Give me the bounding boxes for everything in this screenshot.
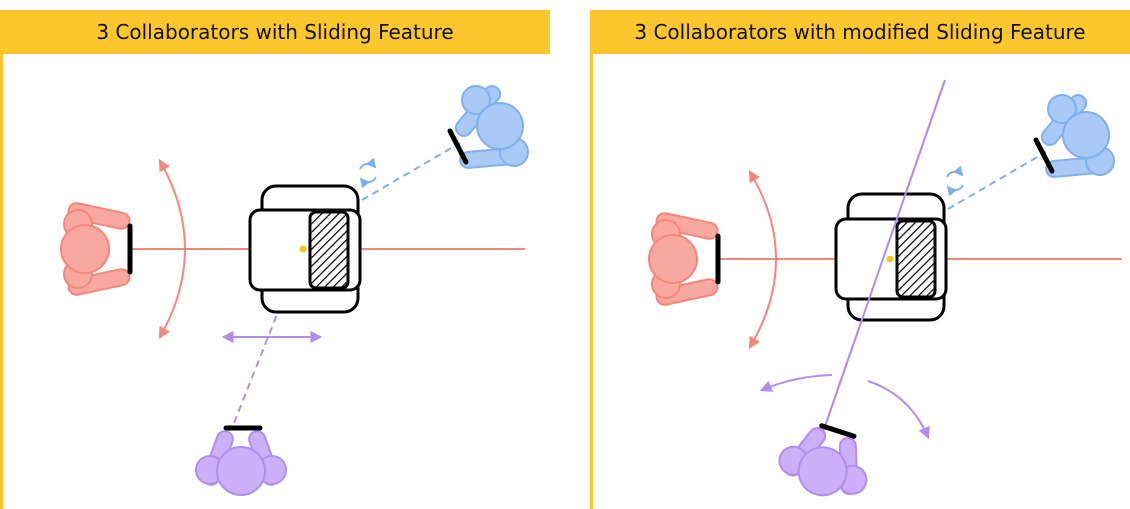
left-diagram (60, 85, 529, 496)
blue-sight-line (361, 142, 461, 201)
person-blue-icon (1033, 94, 1115, 178)
left-panel-title: 3 Collaborators with Sliding Feature (96, 20, 454, 44)
left-panel: 3 Collaborators with Sliding Feature (0, 0, 550, 509)
curved-arrow-icon (867, 380, 930, 440)
rotate-arrows-icon (359, 157, 377, 189)
center-dot (886, 255, 894, 263)
person-purple-icon (195, 425, 287, 496)
person-blue-icon (447, 85, 529, 169)
left-panel-border (0, 54, 3, 509)
left-panel-header: 3 Collaborators with Sliding Feature (0, 10, 550, 54)
curved-arrow-icon (759, 374, 833, 392)
person-purple-icon (778, 423, 868, 497)
right-panel: 3 Collaborators with modified Sliding Fe… (590, 0, 1130, 509)
right-panel-border (590, 54, 593, 509)
right-panel-title: 3 Collaborators with modified Sliding Fe… (634, 20, 1086, 44)
center-dot (299, 245, 307, 253)
right-diagram (648, 79, 1122, 497)
blue-sight-line (947, 151, 1047, 210)
person-red-icon (648, 212, 721, 306)
rotate-arrows-icon (946, 165, 964, 197)
person-red-icon (60, 202, 133, 296)
curved-arrow-icon (748, 169, 777, 350)
curved-arrow-icon (158, 158, 186, 340)
right-panel-header: 3 Collaborators with modified Sliding Fe… (590, 10, 1130, 54)
purple-sight-line-overlay (822, 79, 946, 433)
